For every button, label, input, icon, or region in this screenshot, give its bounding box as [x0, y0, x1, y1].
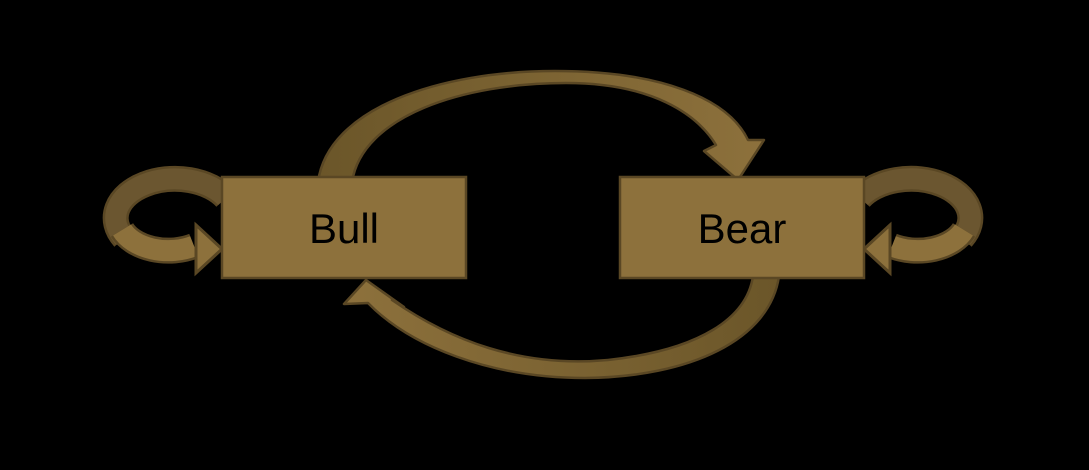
bull-self-loop-arrow	[102, 165, 236, 277]
bear-to-bull-arrow	[342, 274, 781, 380]
bull-node: Bull	[220, 175, 468, 280]
loop-front-band	[113, 223, 198, 262]
loop-arrowhead	[861, 221, 892, 277]
bear-node-label: Bear	[698, 205, 787, 252]
loop-arrowhead	[194, 221, 225, 277]
bull-to-bear-arrow	[316, 69, 766, 184]
bear-node-box	[618, 175, 866, 280]
loop-back-band	[105, 168, 234, 246]
bear-node: Bear	[618, 175, 866, 280]
bull-node-box	[220, 175, 468, 280]
loop-front-band	[888, 223, 973, 262]
bear-self-loop-arrow	[850, 165, 984, 277]
loop-back-band	[852, 168, 981, 246]
bull-node-label: Bull	[309, 205, 379, 252]
